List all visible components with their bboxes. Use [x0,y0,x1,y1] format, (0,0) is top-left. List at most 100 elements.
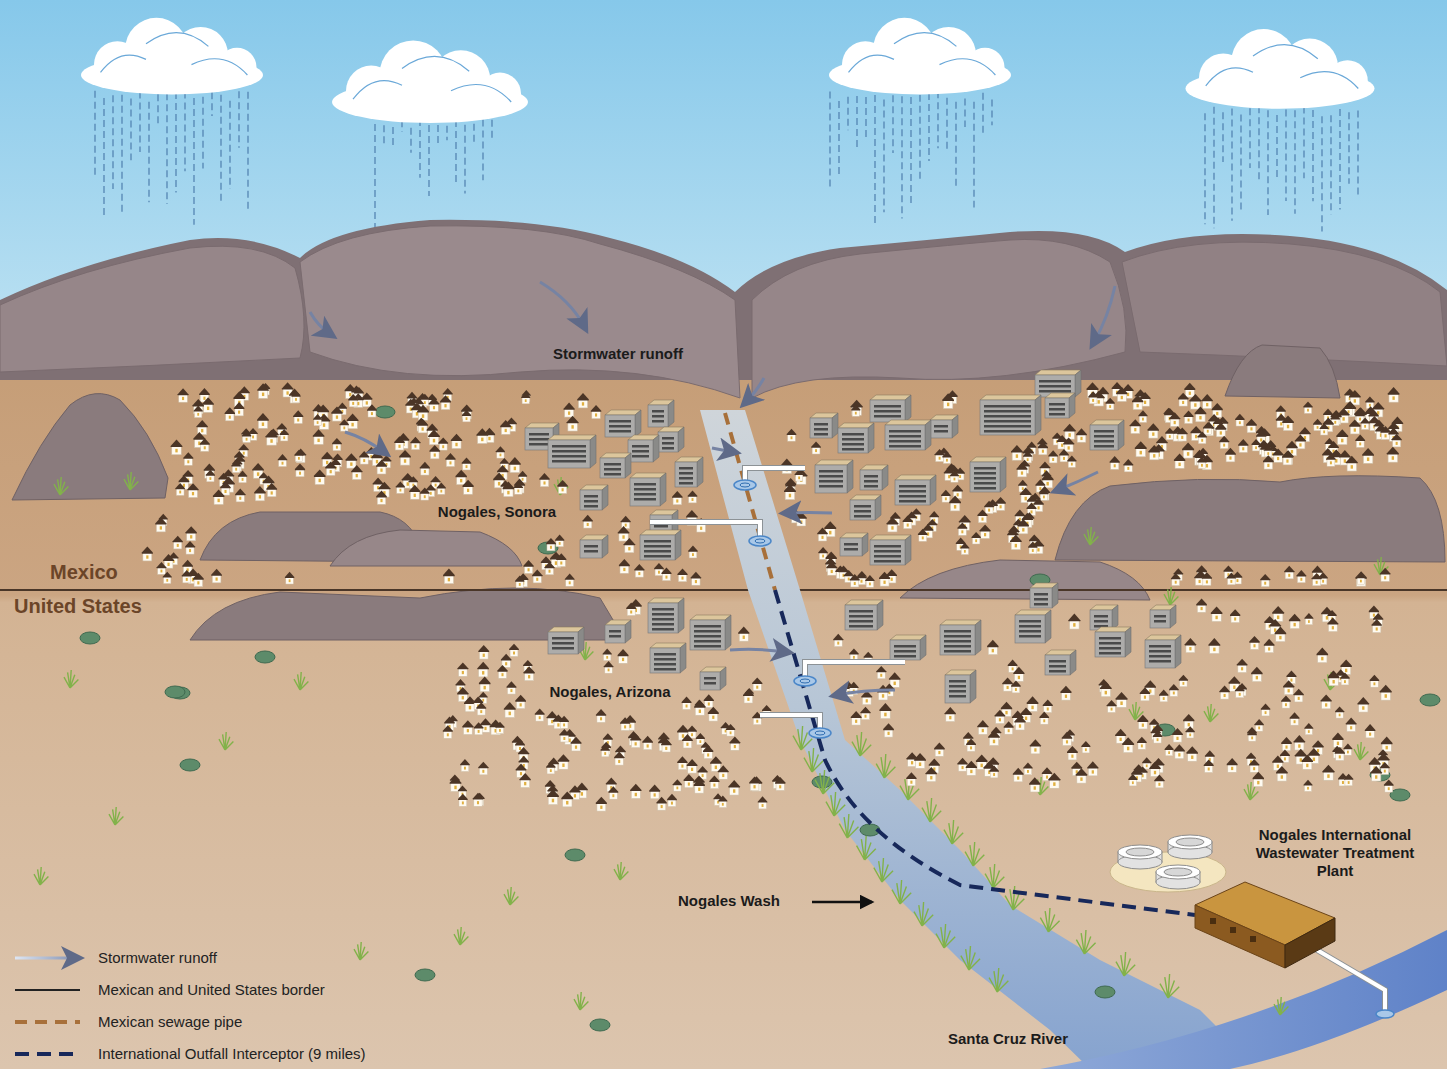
building-side [635,410,641,437]
building-window [632,455,649,458]
house-window [297,418,299,421]
building-window [662,447,674,450]
house-window [1291,450,1293,453]
building [870,395,911,422]
house-window [1144,401,1146,404]
house-window [481,438,483,442]
building-roof [815,460,853,465]
house-window [289,579,291,582]
house-window [543,481,545,484]
house-window [1201,439,1203,442]
house-window [1341,439,1343,443]
house-window [422,414,424,418]
building-window [844,548,858,551]
building-window [864,485,878,488]
building-window [874,415,901,418]
building-front [930,420,952,438]
building-side [1118,420,1124,450]
house-window [349,393,351,396]
building-roof [870,395,911,400]
building-window [984,425,1031,428]
house-window [1206,464,1208,467]
building-window [854,505,871,508]
building-window [1039,380,1071,383]
building [640,530,681,560]
bush [1390,789,1410,801]
house-window [257,472,259,476]
house-window [1181,436,1183,439]
house-window [562,488,564,491]
house-window [1114,464,1116,467]
house-window [595,413,597,416]
house-window [430,492,432,495]
building-window [644,545,671,548]
building [930,415,958,438]
building-side [653,435,659,462]
house-window [975,539,977,542]
bush [1420,694,1440,706]
house-window [1098,400,1100,404]
house-window [336,446,338,449]
house-window [488,437,490,440]
house-window [298,457,300,460]
house-window [514,467,516,471]
house-window [242,478,244,481]
house-window [186,578,188,581]
house-window [371,412,373,415]
house-window [1299,443,1301,446]
house-window [1207,430,1209,433]
building-roof [895,475,936,480]
house-window [330,470,332,473]
house-window [262,393,264,396]
house-window [317,439,319,442]
building [548,435,596,468]
building-window [1039,385,1071,388]
house-window [216,577,218,580]
house-window [1307,409,1309,412]
house-window [350,462,352,465]
house-window [262,422,264,426]
house-window [959,475,961,478]
house-window [1092,399,1094,402]
house-window [1288,574,1290,577]
bush [1095,986,1115,998]
house-window [681,577,683,580]
house-window [243,452,245,455]
house-window [1127,467,1129,470]
building-side [905,395,911,422]
building-window [874,410,901,413]
house-window [1152,432,1154,435]
house-window [945,497,947,500]
building-side [930,475,936,505]
building-window [864,480,878,483]
building-window [854,515,871,518]
building-window [644,550,671,553]
building-window [974,477,996,480]
house-window [571,425,573,429]
house-window [831,570,833,573]
house-window [525,399,527,402]
house-window [1189,392,1191,395]
house-window [822,555,824,558]
house-window [189,549,191,552]
building [658,427,684,452]
house-window [946,459,948,462]
building-side [668,400,674,427]
building [648,400,674,427]
house-window [239,497,241,500]
house-window [1364,425,1366,428]
building-window [1049,408,1065,411]
house-window [700,527,702,530]
building-window [552,455,586,458]
house-window [638,572,640,575]
building-side [660,473,666,506]
house-window [167,563,169,566]
house-window [1121,396,1123,399]
building-window [632,445,649,448]
building-window [819,470,843,473]
building-side [590,435,596,468]
building [1045,393,1075,418]
building-window [609,420,631,423]
building-side [847,460,853,493]
house-window [160,526,162,529]
